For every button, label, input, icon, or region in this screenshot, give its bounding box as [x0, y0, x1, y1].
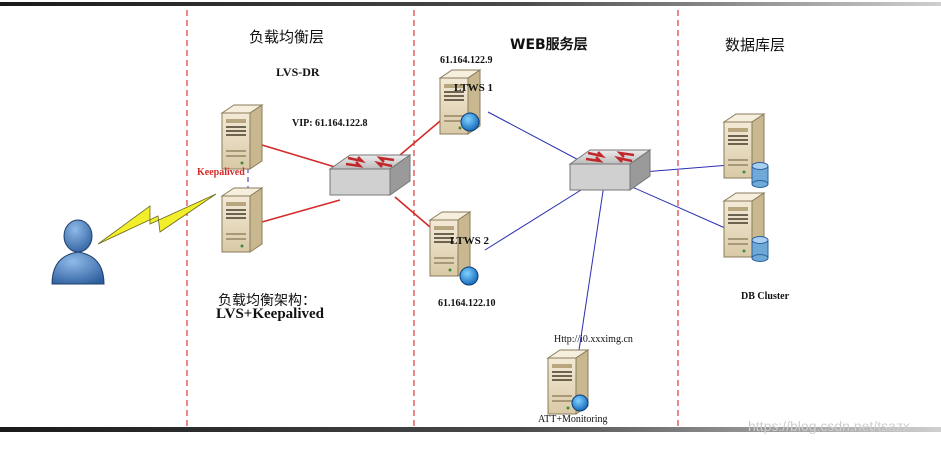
- monitor-globe-icon: [571, 394, 589, 412]
- web-switch-icon: [568, 148, 652, 192]
- lb-mode-label: LVS-DR: [276, 65, 320, 79]
- monitor-label: ATT+Monitoring: [538, 414, 608, 425]
- ltws1-globe-icon: [460, 112, 480, 132]
- ltws1-label: LTWS 1: [454, 82, 494, 94]
- ltws2-globe-icon: [459, 266, 479, 286]
- lb-arch-value: LVS+Keepalived: [216, 306, 325, 322]
- image-host-label: Http://i0.xxximg.cn: [554, 334, 633, 345]
- db-cylinder-2-icon: [751, 236, 769, 262]
- user-icon: [51, 219, 105, 285]
- keepalived-label: Keepalived: [197, 167, 245, 178]
- db-cluster-label: DB Cluster: [741, 291, 790, 302]
- ltws1-ip-label: 61.164.122.9: [440, 55, 493, 66]
- vip-label: VIP: 61.164.122.8: [292, 118, 368, 129]
- lb-server-master-icon: [221, 104, 263, 170]
- db-cylinder-1-icon: [751, 162, 769, 188]
- layer-title-db: 数据库层: [725, 36, 786, 54]
- ltws2-label: LTWS 2: [450, 235, 490, 247]
- lb-switch-icon: [328, 153, 412, 197]
- wireless-bolt-icon: [97, 193, 217, 245]
- bottom-border-bar: [0, 427, 941, 432]
- watermark-text: https://blog.csdn.net/tsazx: [748, 418, 910, 434]
- ltws2-ip-label: 61.164.122.10: [438, 298, 496, 309]
- top-border-bar: [0, 2, 941, 6]
- layer-title-lb: 负载均衡层: [249, 28, 325, 46]
- lb-server-backup-icon: [221, 187, 263, 253]
- blue-links: [484, 111, 731, 371]
- lb-arch-title: 负载均衡架构：: [218, 293, 316, 309]
- layer-title-web: WEB服务层: [510, 37, 588, 53]
